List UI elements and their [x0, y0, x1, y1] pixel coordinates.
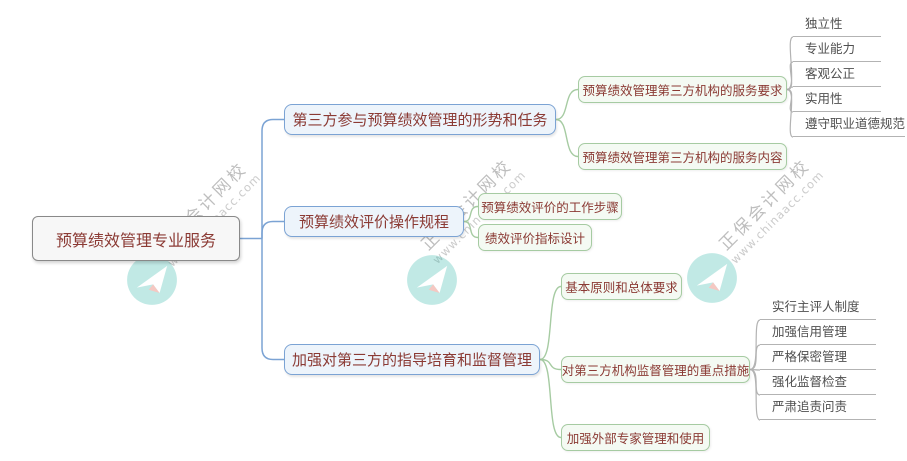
leaf-node-independence[interactable]: 独立性 [793, 12, 881, 37]
branch-node-2[interactable]: 预算绩效评价操作规程 [284, 206, 464, 237]
child-node-label: 预算绩效管理第三方机构的服务要求 [582, 84, 783, 98]
root-node-label: 预算绩效管理专业服务 [55, 232, 216, 250]
leaf-node-supervision-inspection[interactable]: 强化监督检查 [760, 370, 876, 395]
watermark-url: www.chinaacc.com [727, 167, 827, 267]
branch-node-label: 预算绩效评价操作规程 [298, 215, 449, 231]
leaf-node-label: 实用性 [805, 92, 843, 106]
brand-logo-icon [406, 254, 458, 306]
leaf-node-label: 加强信用管理 [772, 325, 848, 339]
root-node[interactable]: 预算绩效管理专业服务 [32, 216, 240, 261]
leaf-node-label: 严肃追责问责 [772, 400, 848, 414]
brand-logo-icon [126, 254, 178, 306]
leaf-node-objectivity[interactable]: 客观公正 [793, 62, 881, 87]
leaf-node-label: 强化监督检查 [772, 375, 848, 389]
child-node-3-1[interactable]: 基本原则和总体要求 [561, 273, 682, 300]
leaf-node-label: 实行主评人制度 [772, 300, 860, 314]
child-node-2-2[interactable]: 绩效评价指标设计 [478, 224, 592, 251]
branch-node-3[interactable]: 加强对第三方的指导培育和监督管理 [284, 344, 540, 375]
leaf-node-label: 严格保密管理 [772, 350, 848, 364]
leaf-node-practicality[interactable]: 实用性 [793, 87, 881, 112]
leaf-node-confidentiality-management[interactable]: 严格保密管理 [760, 345, 876, 370]
watermark: 正保会计网校 www.chinaacc.com [713, 153, 827, 267]
child-node-label: 基本原则和总体要求 [565, 281, 678, 295]
child-node-label: 预算绩效管理第三方机构的服务内容 [582, 151, 783, 165]
child-node-label: 绩效评价指标设计 [484, 232, 585, 246]
brand-logo-icon [686, 252, 738, 304]
branch-node-1[interactable]: 第三方参与预算绩效管理的形势和任务 [284, 104, 556, 135]
leaf-node-label: 独立性 [805, 17, 843, 31]
child-node-label: 对第三方机构监督管理的重点措施 [561, 364, 750, 378]
child-node-1-2[interactable]: 预算绩效管理第三方机构的服务内容 [578, 143, 787, 170]
child-node-label: 加强外部专家管理和使用 [566, 432, 705, 446]
child-node-1-1[interactable]: 预算绩效管理第三方机构的服务要求 [578, 76, 787, 103]
leaf-node-label: 专业能力 [805, 42, 856, 56]
leaf-node-credit-management[interactable]: 加强信用管理 [760, 320, 876, 345]
child-node-2-1[interactable]: 预算绩效评价的工作步骤 [478, 193, 622, 220]
child-node-3-2[interactable]: 对第三方机构监督管理的重点措施 [561, 356, 750, 383]
branch-node-label: 第三方参与预算绩效管理的形势和任务 [292, 113, 548, 129]
branch-node-label: 加强对第三方的指导培育和监督管理 [291, 353, 532, 369]
leaf-node-label: 客观公正 [805, 67, 856, 81]
leaf-node-chief-evaluator-system[interactable]: 实行主评人制度 [760, 295, 876, 320]
child-node-3-3[interactable]: 加强外部专家管理和使用 [561, 424, 710, 451]
leaf-node-professional-ethics[interactable]: 遵守职业道德规范 [793, 112, 905, 137]
child-node-label: 预算绩效评价的工作步骤 [481, 201, 619, 215]
leaf-node-professional-ability[interactable]: 专业能力 [793, 37, 881, 62]
leaf-node-label: 遵守职业道德规范 [805, 117, 906, 131]
leaf-node-accountability[interactable]: 严肃追责问责 [760, 395, 876, 420]
